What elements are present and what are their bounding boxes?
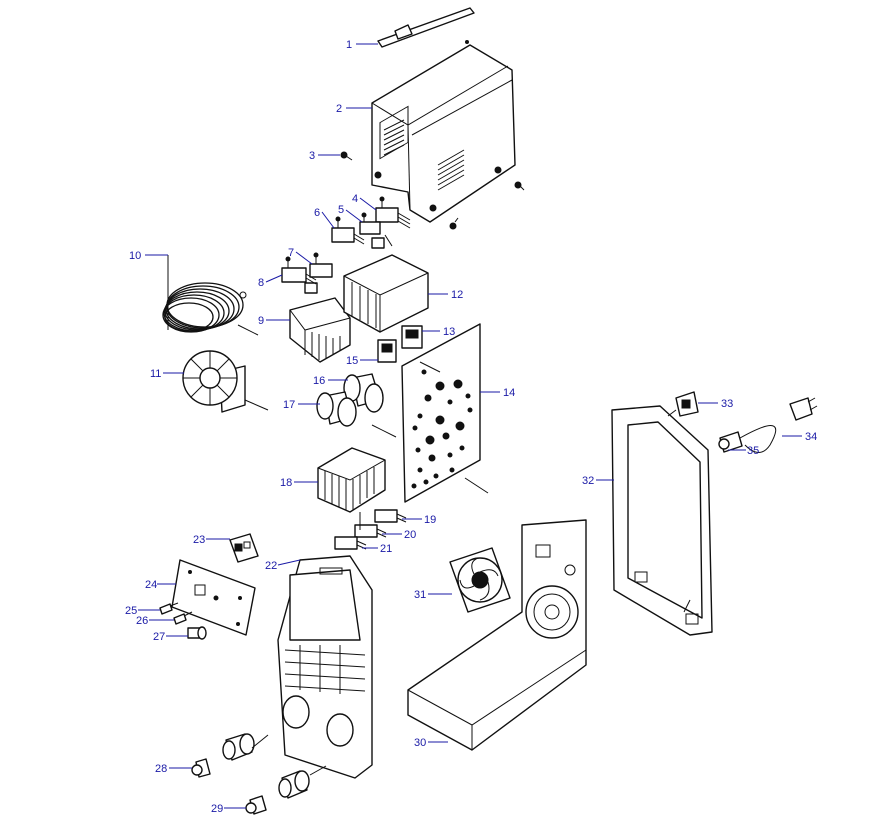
callout-29: 29 (211, 803, 246, 815)
callout-34: 34 (782, 431, 817, 443)
part-chassis-base (407, 519, 587, 751)
part-cooling-fan (449, 547, 511, 613)
callout-4: 4 (352, 193, 377, 211)
callout-1: 1 (346, 39, 378, 51)
callout-6: 6 (314, 207, 335, 229)
svg-text:2: 2 (336, 103, 342, 115)
svg-text:26: 26 (136, 615, 148, 627)
part-front-panel (277, 555, 373, 779)
callout-22: 22 (265, 559, 301, 572)
svg-text:33: 33 (721, 398, 733, 410)
part-main-pcb (401, 323, 481, 503)
svg-text:3: 3 (309, 150, 315, 162)
callout-27: 27 (153, 631, 188, 643)
part-heatsink-large (343, 254, 429, 333)
callout-12: 12 (428, 289, 463, 301)
svg-text:5: 5 (338, 204, 344, 216)
svg-text:25: 25 (125, 605, 137, 617)
callout-31: 31 (414, 589, 452, 601)
svg-text:11: 11 (150, 368, 161, 380)
callout-15: 15 (346, 355, 378, 367)
svg-text:30: 30 (414, 737, 426, 749)
callout-25: 25 (125, 605, 160, 617)
svg-text:28: 28 (155, 763, 167, 775)
part-heatsink-small (289, 297, 351, 363)
svg-text:29: 29 (211, 803, 223, 815)
svg-text:20: 20 (404, 529, 416, 541)
svg-text:14: 14 (503, 387, 515, 399)
part-control-panel-plate (171, 559, 256, 636)
part-rear-panel (611, 405, 713, 636)
svg-text:15: 15 (346, 355, 358, 367)
svg-text:23: 23 (193, 534, 205, 546)
svg-text:13: 13 (443, 326, 455, 338)
svg-text:22: 22 (265, 560, 277, 572)
part-switch (229, 533, 259, 563)
callout-13: 13 (422, 326, 455, 338)
callout-35: 35 (728, 445, 759, 457)
part-heatsink-rectifier (317, 447, 386, 513)
callout-2: 2 (336, 103, 372, 115)
callout-11: 11 (150, 368, 184, 380)
callout-16: 16 (313, 375, 348, 387)
callout-30: 30 (414, 737, 448, 749)
svg-text:6: 6 (314, 207, 320, 219)
callout-14: 14 (480, 387, 515, 399)
part-top-cover (371, 40, 516, 223)
part-rectifier-diodes (334, 509, 407, 550)
part-knob-and-connectors (159, 602, 207, 640)
part-output-inductor-coil (162, 255, 247, 333)
callout-20: 20 (382, 529, 416, 541)
part-power-switch-and-cable (675, 391, 818, 453)
part-handle-strap (377, 7, 475, 48)
callout-26: 26 (136, 615, 174, 627)
callout-28: 28 (155, 763, 192, 775)
callout-24: 24 (145, 579, 176, 591)
callout-32: 32 (582, 475, 614, 487)
callout-layer: 1 2 3 4 5 6 7 8 9 10 11 12 13 14 15 16 1… (125, 39, 817, 815)
svg-text:18: 18 (280, 477, 292, 489)
callout-33: 33 (698, 398, 733, 410)
callout-7: 7 (288, 247, 313, 265)
svg-text:8: 8 (258, 277, 264, 289)
callout-3: 3 (309, 150, 340, 162)
svg-text:12: 12 (451, 289, 463, 301)
svg-text:32: 32 (582, 475, 594, 487)
callout-5: 5 (338, 204, 363, 223)
callout-21: 21 (362, 543, 392, 555)
callout-9: 9 (258, 315, 290, 327)
svg-text:7: 7 (288, 247, 294, 259)
callout-19: 19 (402, 514, 436, 526)
svg-text:1: 1 (346, 39, 352, 51)
callout-17: 17 (283, 399, 320, 411)
part-relay (377, 325, 423, 363)
assembly-guide-lines (237, 234, 691, 776)
callout-18: 18 (280, 477, 318, 489)
part-capacitors (316, 373, 384, 427)
svg-text:4: 4 (352, 193, 358, 205)
part-screw (340, 151, 525, 230)
svg-text:17: 17 (283, 399, 295, 411)
svg-text:19: 19 (424, 514, 436, 526)
callout-10: 10 (129, 250, 168, 262)
svg-text:24: 24 (145, 579, 157, 591)
svg-text:10: 10 (129, 250, 141, 262)
callout-23: 23 (193, 534, 230, 546)
part-output-terminals (191, 733, 310, 815)
part-transistors (281, 196, 411, 294)
svg-text:21: 21 (380, 543, 392, 555)
svg-text:35: 35 (747, 445, 759, 457)
svg-text:9: 9 (258, 315, 264, 327)
svg-text:34: 34 (805, 431, 817, 443)
svg-text:31: 31 (414, 589, 426, 601)
part-toroidal-transformer (182, 350, 246, 413)
svg-text:16: 16 (313, 375, 325, 387)
callout-8: 8 (258, 274, 283, 289)
svg-text:27: 27 (153, 631, 165, 643)
